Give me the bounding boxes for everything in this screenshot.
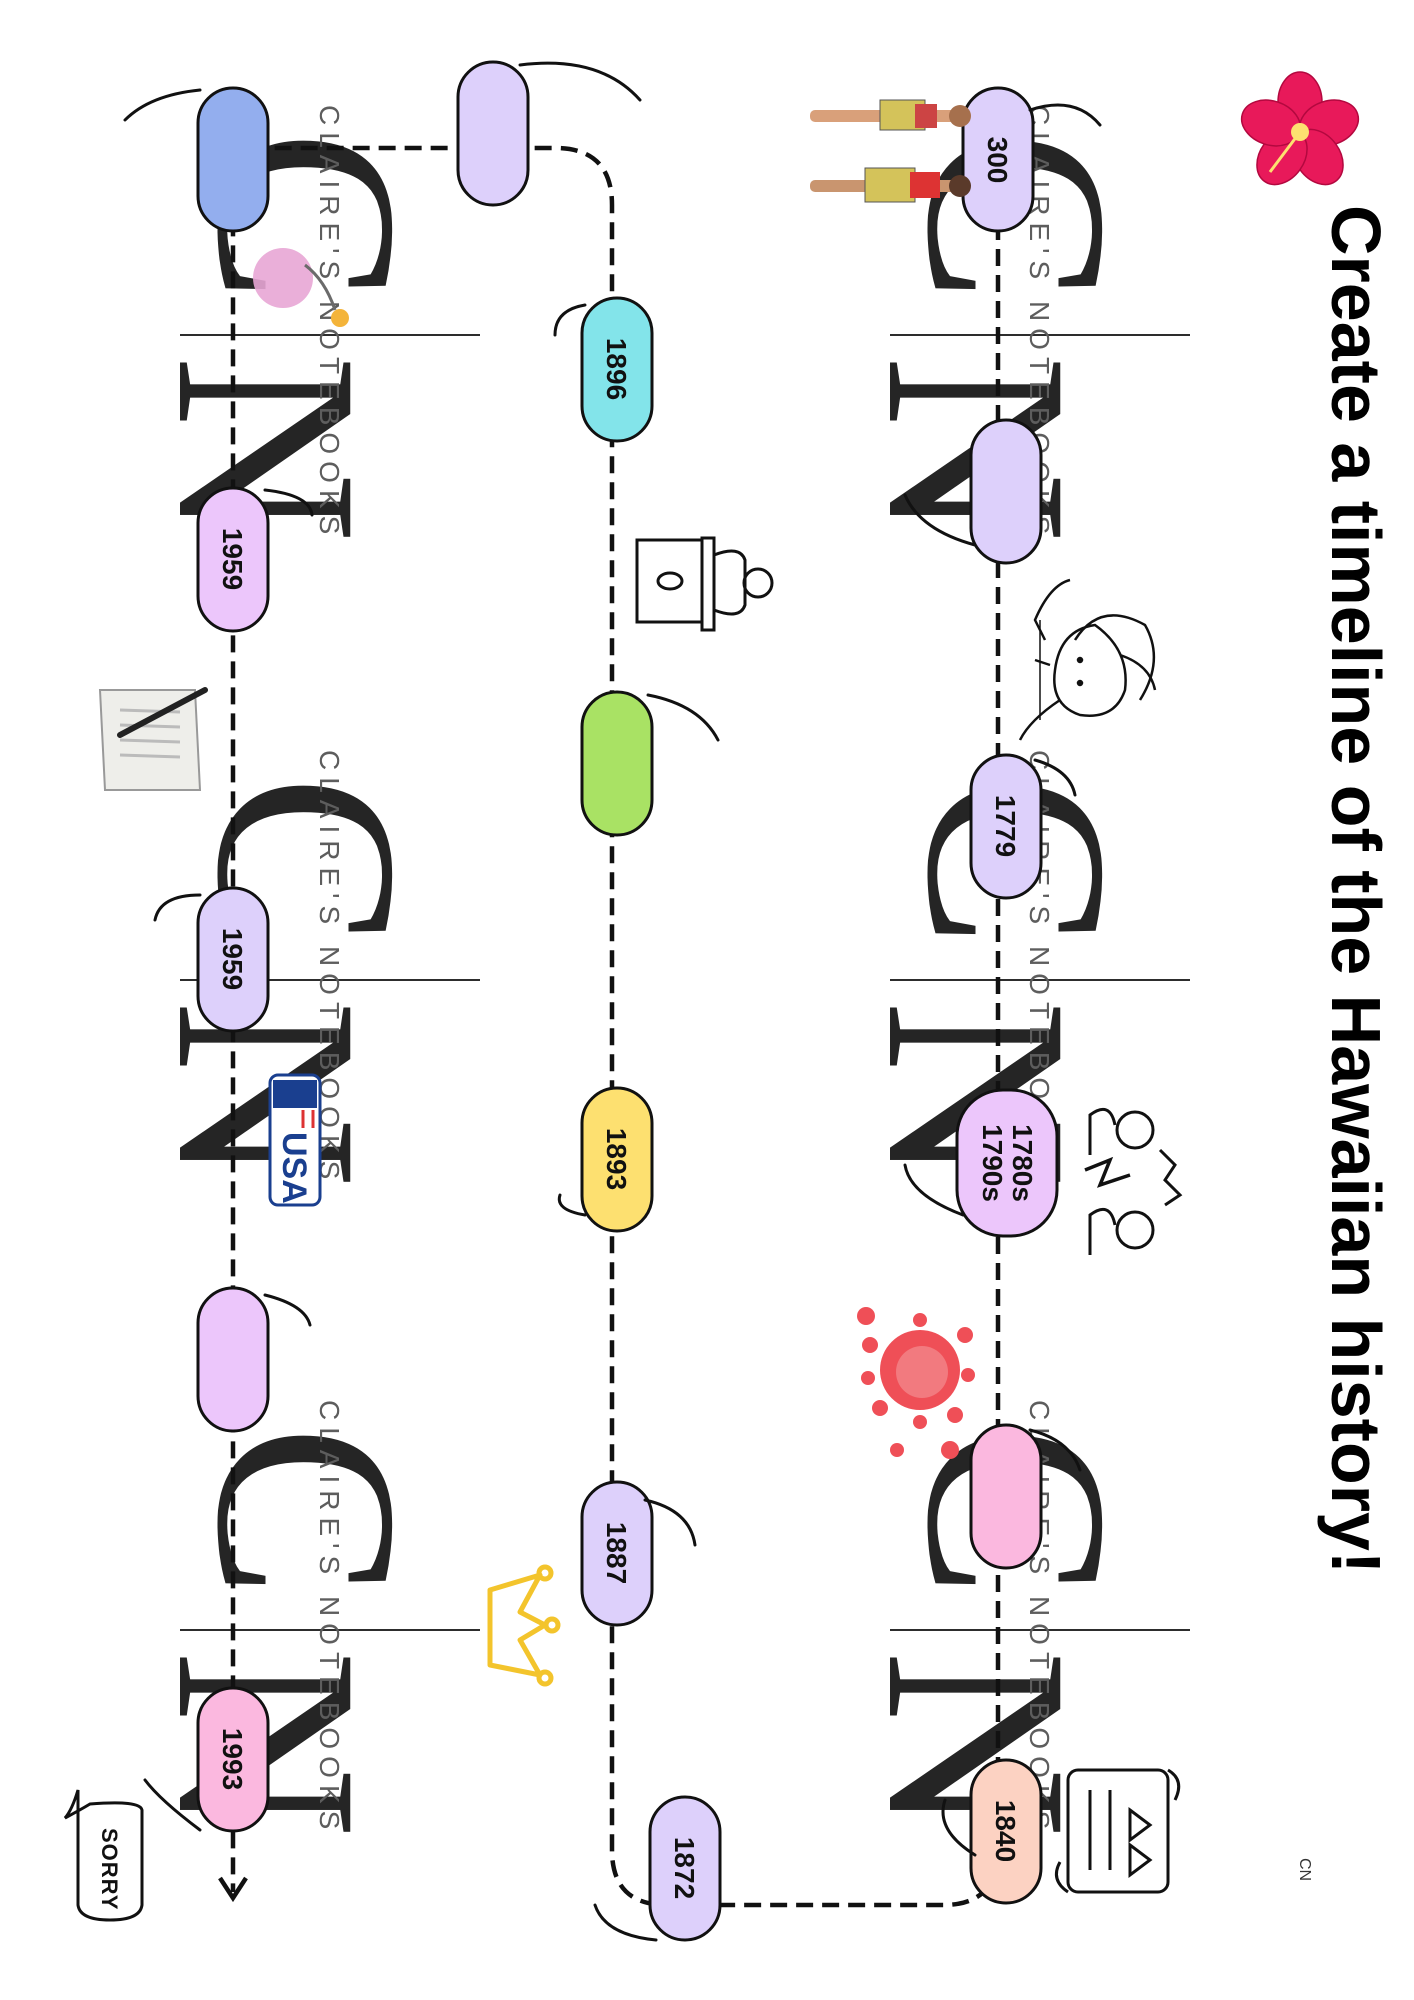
podium-icon: [635, 536, 774, 632]
pill-shape: [456, 60, 530, 207]
pill-year: 1780s: [1007, 1124, 1038, 1202]
swoosh: [143, 1778, 202, 1832]
swoosh: [153, 893, 202, 922]
swoosh: [903, 493, 977, 547]
swoosh: [1028, 103, 1102, 127]
corner-logo: CN: [1296, 1858, 1313, 1881]
swoosh: [941, 1798, 977, 1857]
crown-icon: [487, 1564, 561, 1687]
swoosh: [1033, 758, 1077, 797]
pill-year: 300: [982, 137, 1013, 184]
pill-shape: [580, 1480, 654, 1627]
pill-shape: [969, 1758, 1043, 1905]
pill-shape: [196, 486, 270, 633]
pill-shape: [961, 86, 1035, 233]
hibiscus-icon: [1240, 71, 1360, 186]
pill-year: 1790s: [977, 1124, 1008, 1202]
pill-shape: [196, 86, 270, 233]
unification-icon: [1084, 1107, 1183, 1255]
pill-shape: [969, 753, 1043, 900]
timeline-pill[interactable]: 1893: [580, 1086, 654, 1233]
timeline-pill[interactable]: 1780s 1790s: [955, 1088, 1059, 1238]
timeline-pill[interactable]: 1872: [648, 1795, 722, 1942]
pill-year: 1896: [601, 338, 632, 400]
swoosh: [903, 1163, 965, 1217]
swoosh: [518, 61, 642, 102]
timeline-pill[interactable]: 1840: [969, 1758, 1043, 1905]
timeline-pill[interactable]: 1887: [580, 1480, 654, 1627]
timeline-row-3: 1959 1959 1993: [196, 86, 270, 1833]
svg-text:CLAIRE'S NOTEBOOKS: CLAIRE'S NOTEBOOKS: [314, 1400, 345, 1836]
usa-sticker-icon: USA: [268, 1073, 322, 1207]
dancers-icon: [810, 99, 971, 203]
timeline-pill[interactable]: [456, 60, 530, 207]
title-block: Create a timeline of the Hawaiian histor…: [1317, 205, 1395, 1574]
pill-shape: [648, 1795, 722, 1942]
swoosh: [263, 488, 314, 517]
timeline-pill[interactable]: 1896: [580, 296, 654, 443]
swoosh: [646, 693, 720, 742]
svg-text:C: C: [163, 1425, 451, 1598]
swoosh: [593, 1903, 658, 1942]
timeline-pill[interactable]: [580, 690, 654, 837]
pill-year: 1887: [601, 1522, 632, 1584]
timeline-pill[interactable]: 1959: [196, 486, 270, 633]
watermark-group: C N CLAIRE'S NOTEBOOKS C N CLAIRE'S NOTE…: [123, 105, 1190, 1838]
swoosh: [557, 1193, 587, 1217]
timeline-pill[interactable]: [969, 418, 1043, 565]
pill-shape: [580, 690, 654, 837]
timeline-pill[interactable]: [196, 86, 270, 233]
pill-year: 1840: [990, 1800, 1021, 1862]
pill-year: 1893: [601, 1128, 632, 1190]
sorry-label: SORRY: [97, 1828, 122, 1910]
swoosh-connectors: [123, 61, 1102, 1942]
swoosh: [643, 1498, 697, 1547]
constitution-scroll-icon: [1054, 1768, 1181, 1894]
pill-shape: [196, 886, 270, 1033]
pill-shape: [196, 1286, 270, 1433]
watermark: C N CLAIRE'S NOTEBOOKS: [123, 1400, 480, 1838]
pill-shape: [580, 1086, 654, 1233]
swoosh: [1028, 1428, 1082, 1472]
pill-shape: [196, 1686, 270, 1833]
timeline-row-1: 300 1779 1780s 1790s 1840: [955, 86, 1059, 1905]
timeline-pill[interactable]: 1959: [196, 886, 270, 1033]
pill-shape: [969, 418, 1043, 565]
timeline-pill[interactable]: [969, 1423, 1043, 1570]
swoosh: [123, 88, 202, 122]
pill-shape: [955, 1088, 1059, 1238]
pill-year: 1993: [217, 1728, 248, 1790]
timeline-row-2: 1872 1887 1893 1896: [456, 60, 722, 1942]
timeline-arrowhead: [218, 1876, 248, 1903]
timeline-pill[interactable]: 300: [961, 86, 1035, 233]
timeline-pill[interactable]: 1993: [196, 1686, 270, 1833]
page-title: Create a timeline of the Hawaiian histor…: [1317, 205, 1395, 1574]
sorry-bubble-icon: SORRY: [63, 1789, 144, 1922]
swoosh: [263, 1293, 312, 1327]
svg-text:CN: CN: [1296, 1858, 1313, 1881]
pill-shape: [969, 1423, 1043, 1570]
timeline-pill[interactable]: 1779: [969, 753, 1043, 900]
pill-year: 1959: [217, 528, 248, 590]
petition-scroll-icon: [253, 248, 349, 327]
captain-portrait-icon: [1018, 578, 1157, 741]
pill-year: 1959: [217, 928, 248, 990]
virus-icon: [857, 1307, 975, 1459]
usa-label: USA: [275, 1132, 313, 1204]
swoosh: [553, 303, 587, 337]
ballot-icon: [98, 687, 208, 791]
pill-year: 1872: [669, 1837, 700, 1899]
watermark: C N CLAIRE'S NOTEBOOKS: [123, 105, 480, 543]
pill-year: 1779: [990, 795, 1021, 857]
svg-text:N: N: [123, 1000, 411, 1188]
pill-shape: [580, 296, 654, 443]
timeline-pill[interactable]: [196, 1286, 270, 1433]
